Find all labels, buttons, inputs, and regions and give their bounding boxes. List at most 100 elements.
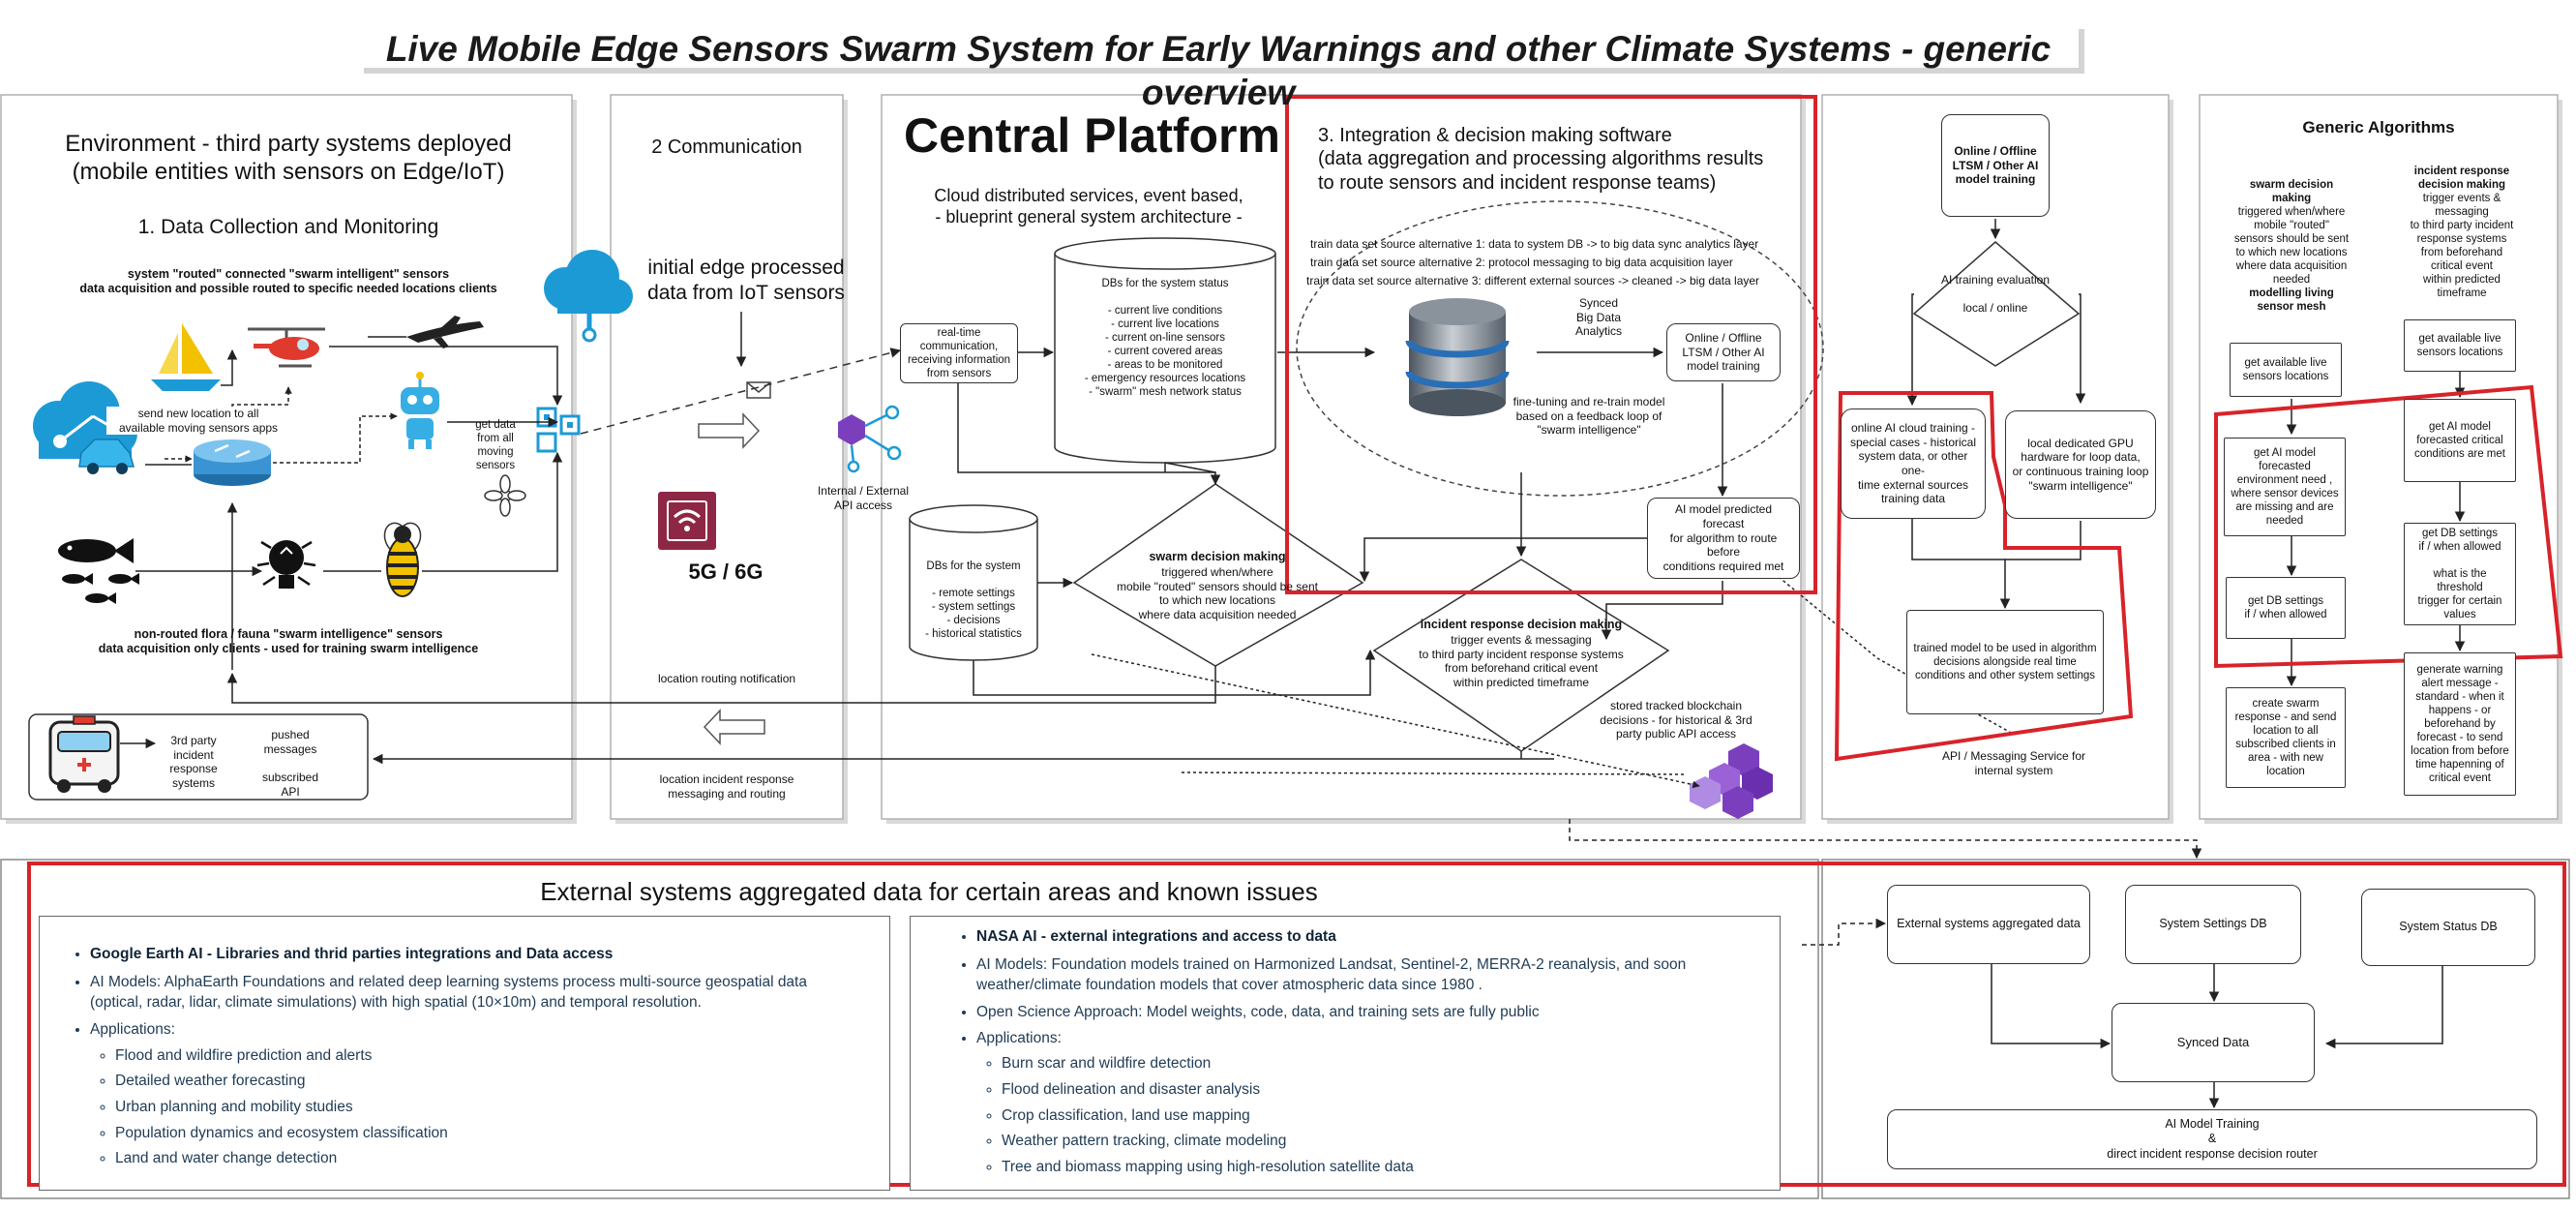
- blockchain-cubes-icon: [1690, 743, 1773, 819]
- airplane-icon: [406, 316, 484, 348]
- train-alt-2: train data set source alternative 2: pro…: [1310, 256, 1733, 269]
- external-aggregated-box: External systems aggregated data: [1887, 885, 2090, 964]
- pushed-messages-label: pushed messages: [263, 728, 317, 756]
- incident-systems-label: 3rd party incident response systems: [169, 734, 218, 790]
- router-icon: [194, 439, 271, 486]
- integration-heading: 3. Integration & decision making softwar…: [1318, 125, 1764, 194]
- nasa-models: AI Models: Foundation models trained on …: [976, 954, 1752, 996]
- edge-data-label: initial edge processed data from IoT sen…: [647, 257, 845, 304]
- bulb-insect-icon: [256, 540, 316, 589]
- swarm-algo-body: triggered when/where mobile "routed" sen…: [2233, 206, 2350, 287]
- incident-algo-title: incident response decision making: [2413, 166, 2510, 192]
- synced-big-data-label: Synced Big Data Analytics: [1574, 296, 1623, 339]
- nasa-open-science: Open Science Approach: Model weights, co…: [976, 1000, 1752, 1026]
- nasa-apps-list: Burn scar and wildfire detection Flood d…: [976, 1051, 1752, 1180]
- google-apps-list: Flood and wildfire prediction and alerts…: [90, 1044, 862, 1172]
- api-hub-icon: [838, 405, 902, 473]
- communication-heading: 2 Communication: [651, 136, 802, 158]
- dbs-status-cylinder: [1054, 237, 1276, 464]
- algo-r1-box: get available live sensors locations: [2404, 319, 2516, 372]
- system-settings-db-box: System Settings DB: [2125, 885, 2301, 964]
- list-item: Burn scar and wildfire detection: [1002, 1051, 1752, 1077]
- incident-decision-body: trigger events & messaging to third part…: [1419, 633, 1624, 689]
- integration-model-training-box: Online / Offline LTSM / Other AI model t…: [1666, 323, 1781, 381]
- ambulance-icon: [48, 715, 120, 793]
- algo-r4-box: generate warning alert message - standar…: [2404, 652, 2516, 796]
- list-item: Urban planning and mobility studies: [115, 1095, 862, 1121]
- swarm-algo-mesh: modelling living sensor mesh: [2249, 287, 2334, 314]
- google-models: AI Models: AlphaEarth Foundations and re…: [90, 972, 862, 1013]
- arrow-left-icon: [703, 709, 765, 745]
- algo-l4-box: create swarm response - and send locatio…: [2226, 687, 2346, 788]
- list-item: Flood delineation and disaster analysis: [1002, 1077, 1752, 1104]
- realtime-box: real-time communication, receiving infor…: [900, 323, 1018, 383]
- training-evaluation-diamond: [1912, 241, 2081, 367]
- fish-icon: [58, 538, 139, 604]
- list-item: Flood and wildfire prediction and alerts: [115, 1044, 862, 1070]
- send-new-location-label: send new location to all available movin…: [106, 407, 290, 436]
- training-connectors: [1906, 219, 2086, 610]
- wifi-icon: [658, 492, 716, 550]
- local-gpu-box: local dedicated GPU hardware for loop da…: [2005, 410, 2156, 519]
- training-sources-ellipse: [1296, 200, 1824, 497]
- dbs-status-label: DBs for the system status - current live…: [1084, 278, 1246, 399]
- database-icon: [1405, 298, 1510, 416]
- external-heading: External systems aggregated data for cer…: [540, 877, 1318, 906]
- algo-l1-box: get available live sensors locations: [2230, 343, 2342, 397]
- central-subtitle: Cloud distributed services, event based,…: [934, 186, 1243, 227]
- incident-decision-title: incident response decision making: [1420, 618, 1623, 631]
- title-banner: [358, 23, 2084, 74]
- page-title: Live Mobile Edge Sensors Swarm System fo…: [385, 29, 2052, 113]
- ai-training-router-box: AI Model Training & direct incident resp…: [1887, 1109, 2537, 1169]
- algo-r3-box: get DB settings if / when allowed what i…: [2404, 523, 2516, 625]
- swarm-decision-title: swarm decision making: [1149, 550, 1286, 563]
- training-top-box: Online / Offline LTSM / Other AI model t…: [1941, 114, 2050, 217]
- trained-model-box: trained model to be used in algorithm de…: [1906, 610, 2104, 714]
- google-title: Google Earth AI - Libraries and thrid pa…: [90, 942, 862, 968]
- train-alt-3: train data set source alternative 3: dif…: [1306, 274, 1760, 287]
- incident-algo-body: trigger events & messaging to third part…: [2410, 193, 2514, 300]
- list-item: Land and water change detection: [115, 1146, 862, 1172]
- swarm-algo-title: swarm decision making: [2249, 179, 2334, 205]
- nasa-apps-label: Applications:: [976, 1026, 1752, 1052]
- network-label: 5G / 6G: [688, 560, 764, 584]
- location-incident-label: location incident response messaging and…: [659, 772, 794, 801]
- finetune-label: fine-tuning and re-train model based on …: [1513, 395, 1665, 438]
- panel-communication: [610, 94, 848, 824]
- nasa-card: NASA AI - external integrations and acce…: [910, 916, 1781, 1191]
- get-data-label: get data from all moving sensors: [475, 419, 516, 472]
- routed-sensors-label: system "routed" connected "swarm intelli…: [79, 267, 497, 296]
- list-item: Crop classification, land use mapping: [1002, 1104, 1752, 1130]
- training-evaluation-label: AI training evaluation local / online: [1940, 273, 2051, 316]
- central-connectors: [226, 347, 1728, 759]
- environment-heading: Environment - third party systems deploy…: [65, 131, 512, 186]
- sailboat-icon: [151, 323, 221, 391]
- nasa-title: NASA AI - external integrations and acce…: [976, 924, 1752, 951]
- algo-l2-box: get AI model forecasted environment need…: [2224, 438, 2346, 536]
- blockchain-label: stored tracked blockchain decisions - fo…: [1600, 699, 1752, 741]
- predicted-forecast-box: AI model predicted forecast for algorith…: [1647, 498, 1800, 579]
- api-messaging-label: API / Messaging Service for internal sys…: [1941, 749, 2086, 777]
- system-status-db-box: System Status DB: [2361, 889, 2535, 966]
- synced-data-box: Synced Data: [2112, 1003, 2315, 1082]
- external-flow-connectors: [1991, 964, 2443, 1109]
- google-earth-card: Google Earth AI - Libraries and thrid pa…: [39, 916, 890, 1191]
- bee-icon: [383, 522, 422, 597]
- list-item: Weather pattern tracking, climate modeli…: [1002, 1129, 1752, 1155]
- online-training-box: online AI cloud training - special cases…: [1841, 408, 1986, 519]
- dbs-system-cylinder: [909, 504, 1038, 661]
- flower-icon: [484, 474, 526, 517]
- non-routed-sensors-label: non-routed flora / fauna "swarm intellig…: [98, 627, 479, 656]
- algorithms-heading: Generic Algorithms: [2302, 118, 2455, 136]
- central-heading: Central Platform: [904, 108, 1280, 163]
- arrow-right-icon: [698, 412, 761, 449]
- helicopter-icon: [248, 327, 325, 368]
- list-item: Population dynamics and ecosystem classi…: [115, 1121, 862, 1147]
- train-alt-1: train data set source alternative 1: dat…: [1310, 237, 1759, 251]
- algo-r2-box: get AI model forecasted critical conditi…: [2404, 399, 2516, 482]
- dbs-system-label: DBs for the system - remote settings - s…: [925, 560, 1022, 641]
- robot-icon: [401, 372, 439, 449]
- list-item: Detailed weather forecasting: [115, 1069, 862, 1095]
- location-routing-label: location routing notification: [657, 672, 796, 685]
